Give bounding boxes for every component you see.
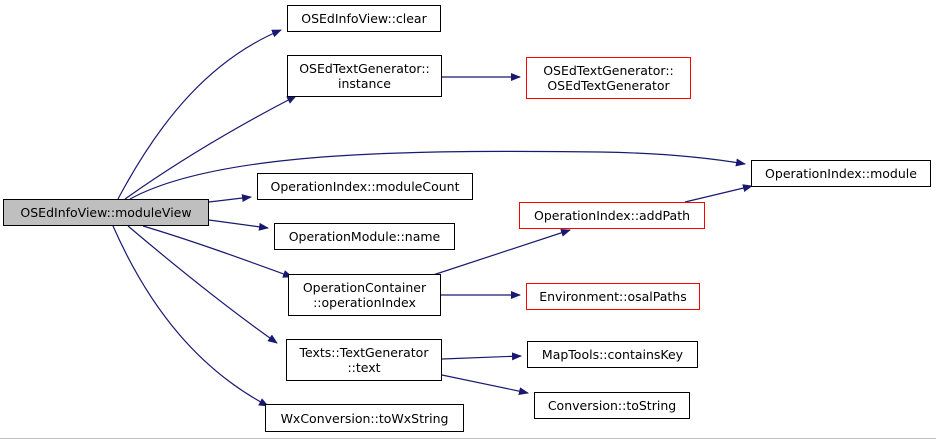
node-label-line: OSEdTextGenerator::	[299, 61, 430, 76]
node-label-line: OperationIndex::addPath	[533, 208, 691, 223]
edge-text-to-toString	[441, 374, 529, 396]
node-label-line: OperationModule::name	[288, 229, 441, 244]
node-label-line: ::text	[347, 360, 381, 375]
node-texts-textgenerator-text[interactable]: Texts::TextGenerator::text	[286, 339, 442, 381]
node-environment-osalpaths[interactable]: Environment::osalPaths	[526, 283, 700, 310]
node-label-line: instance	[338, 76, 391, 91]
node-label-line: Texts::TextGenerator	[299, 345, 429, 360]
node-label-line: MapTools::containsKey	[541, 347, 684, 362]
node-osedinfoview-clear[interactable]: OSEdInfoView::clear	[287, 5, 441, 32]
edge-opIndex-to-addPath	[429, 229, 571, 277]
node-label-line: OperationContainer	[302, 280, 427, 295]
node-label-line: Conversion::toString	[547, 398, 677, 413]
node-label-line: OSEdInfoView::moduleView	[20, 205, 192, 220]
node-operationindex-modulecount[interactable]: OperationIndex::moduleCount	[257, 173, 473, 200]
edge-root-to-clear	[117, 29, 282, 200]
node-label-line: OSEdInfoView::clear	[301, 11, 427, 26]
node-label-line: OSEdTextGenerator	[547, 78, 670, 93]
node-label-line: OSEdTextGenerator::	[543, 63, 674, 78]
node-osedinfoview-moduleview[interactable]: OSEdInfoView::moduleView	[3, 199, 209, 226]
node-operationindex-addpath[interactable]: OperationIndex::addPath	[519, 202, 705, 229]
node-operationindex-module[interactable]: OperationIndex::module	[751, 160, 931, 187]
edge-addPath-to-module	[684, 184, 753, 203]
node-osedtextgenerator-instance[interactable]: OSEdTextGenerator::instance	[287, 55, 442, 97]
edge-text-to-containsKey	[441, 352, 522, 361]
node-label-line: OperationIndex::module	[765, 166, 917, 181]
edge-root-to-instance	[124, 95, 297, 200]
node-wxconversion-towxstring[interactable]: WxConversion::toWxString	[265, 404, 464, 432]
node-label-line: ::operationIndex	[313, 295, 416, 310]
node-maptools-containskey[interactable]: MapTools::containsKey	[527, 341, 698, 368]
node-label-line: OperationIndex::moduleCount	[270, 179, 460, 194]
edge-root-to-opIndex	[142, 225, 293, 278]
edge-root-to-module	[129, 150, 746, 200]
node-label-line: Environment::osalPaths	[539, 289, 687, 304]
edge-root-to-moduleCount	[208, 194, 252, 203]
edge-root-to-toWx	[112, 225, 269, 407]
node-operationcontainer-operationindex[interactable]: OperationContainer::operationIndex	[288, 274, 441, 316]
node-osedtextgenerator-constructor[interactable]: OSEdTextGenerator::OSEdTextGenerator	[526, 57, 691, 99]
edge-root-to-name	[208, 219, 269, 231]
node-operationmodule-name[interactable]: OperationModule::name	[274, 223, 455, 250]
node-conversion-tostring[interactable]: Conversion::toString	[534, 392, 690, 419]
edge-root-to-text	[127, 225, 278, 344]
node-label-line: WxConversion::toWxString	[280, 410, 449, 426]
